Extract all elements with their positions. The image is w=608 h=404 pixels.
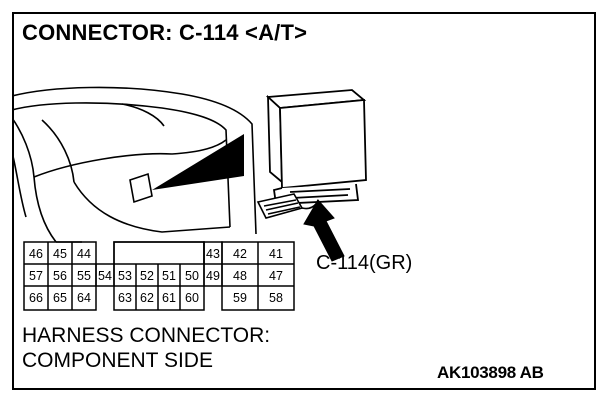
pin-label: 49 [206,269,220,283]
pin-label: 45 [53,247,67,261]
pin-label: 57 [29,269,43,283]
pin-label: 62 [140,291,154,305]
pin-label: 59 [233,291,247,305]
pin-label: 47 [269,269,283,283]
pin-label: 41 [269,247,283,261]
pin-label: 50 [185,269,199,283]
pin-label: 43 [206,247,220,261]
pin-label: 64 [77,291,91,305]
pin-label: 51 [162,269,176,283]
reference-code: AK103898 AB [437,363,544,382]
pin-label: 48 [233,269,247,283]
pin-label: 42 [233,247,247,261]
harness-plug [256,193,319,219]
pin-label: 46 [29,247,43,261]
diagram-title: CONNECTOR: C-114 <A/T> [22,20,308,45]
callout-wedge [152,134,244,190]
pin-label: 60 [185,291,199,305]
pointer-arrow [303,199,345,262]
caption-line-1: HARNESS CONNECTOR: [22,324,271,347]
pin-label: 58 [269,291,283,305]
pin-label: 52 [140,269,154,283]
vehicle-illustration: 46 45 44 43 42 41 57 56 55 54 53 52 51 50 49 48 47 66 65 64… [12,86,367,311]
pin-label: 66 [29,291,43,305]
pin-label: 63 [118,291,132,305]
caption-line-2: COMPONENT SIDE [22,349,213,372]
pin-label: 61 [162,291,176,305]
pin-label: 54 [98,269,112,283]
control-module [265,89,367,205]
location-marker [129,172,153,204]
pin-label: 65 [53,291,67,305]
pin-label: 53 [118,269,132,283]
pin-label: 55 [77,269,91,283]
connector-callout-label: C-114(GR) [316,252,413,274]
pin-label: 56 [53,269,67,283]
pin-label: 44 [77,247,91,261]
connector-face: 46 45 44 43 42 41 57 56 55 54 53 52 51 50 49 48 47 66 65 64… [23,241,295,311]
